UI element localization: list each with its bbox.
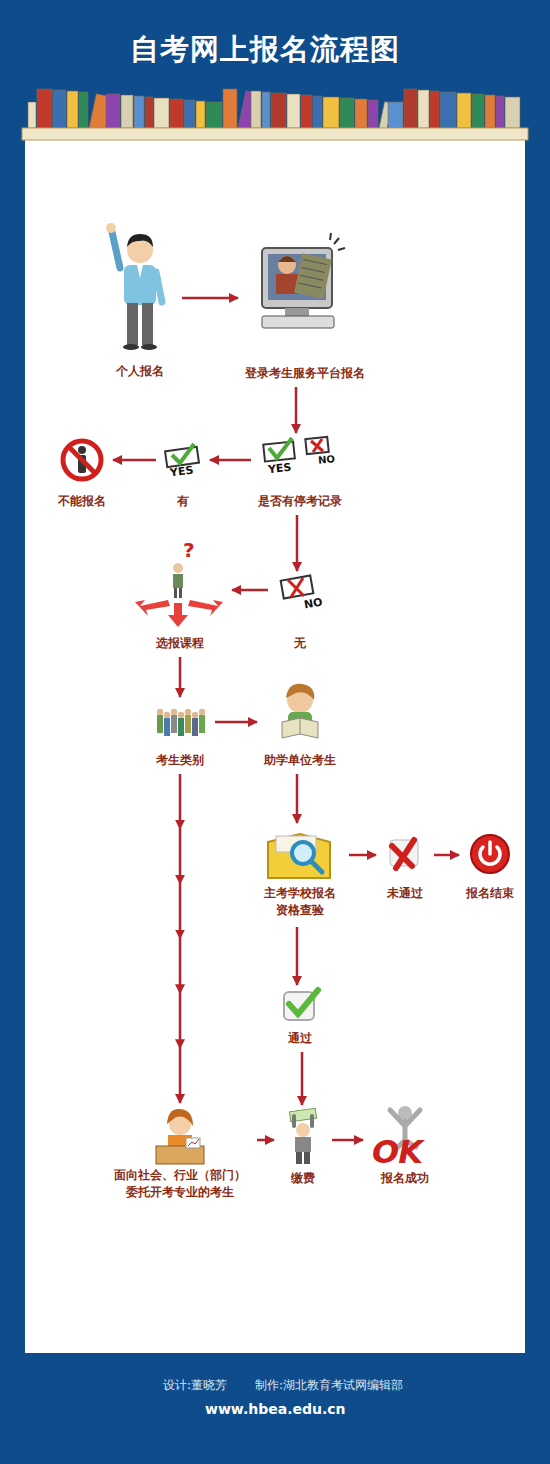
folder-magnifier-icon	[268, 834, 330, 878]
flow-arrow	[296, 515, 299, 571]
flow-arrow	[179, 774, 182, 1103]
checkbox-no-icon	[281, 576, 314, 599]
pass-icon	[284, 990, 318, 1020]
flow-arrow	[434, 854, 459, 857]
footer-text: www.hbea.edu.cn	[205, 1401, 346, 1417]
flow-arrow	[332, 1139, 363, 1142]
flow-arrow	[349, 854, 376, 857]
step-label: 报名结束	[466, 885, 514, 902]
ok-badge: OK	[372, 1133, 422, 1171]
footer-text: 设计:董晓芳	[163, 1377, 227, 1394]
page-title: 自考网上报名流程图	[0, 30, 530, 70]
step-label: 考生类别	[156, 752, 204, 769]
payment-icon	[289, 1108, 316, 1164]
no-entry-icon	[63, 441, 101, 479]
flow-step: 登录考生服务平台报名	[241, 240, 369, 384]
flow-step: 无	[271, 574, 329, 654]
flow-arrow	[113, 459, 156, 462]
flow-step: 面向社会、行业（部门） 委托开考专业的考生	[106, 1106, 254, 1206]
flow-step: 主考学校报名 资格查验	[254, 826, 346, 924]
flow-arrow	[210, 459, 251, 462]
flow-arrow	[182, 297, 238, 300]
flow-step: 有	[159, 445, 207, 512]
checkbox-yes-icon	[165, 444, 199, 467]
flow-step: 缴费	[277, 1108, 329, 1189]
flow-step: 不能报名	[54, 438, 110, 512]
step-label: 面向社会、行业（部门） 委托开考专业的考生	[110, 1167, 250, 1202]
step-label: 不能报名	[58, 493, 106, 510]
clerk-icon	[156, 1109, 204, 1164]
step-label: 助学单位考生	[264, 752, 336, 769]
flow-arrow	[232, 589, 268, 592]
icon-text: YES	[267, 461, 292, 476]
fail-icon	[390, 840, 418, 868]
step-label: 未通过	[387, 885, 423, 902]
step-label: 报名成功	[381, 1170, 429, 1187]
computer-icon	[262, 233, 345, 328]
choice-icon: ?	[135, 538, 223, 627]
step-label: 缴费	[291, 1170, 315, 1187]
step-label: 通过	[288, 1030, 312, 1047]
step-label: 个人报名	[116, 363, 164, 380]
flow-step: 未通过	[379, 834, 431, 904]
flow-step: 选报课程	[131, 535, 229, 654]
shelf-board	[22, 128, 528, 140]
icon-text: NO	[317, 453, 335, 466]
step-label: 登录考生服务平台报名	[245, 365, 365, 382]
power-icon	[471, 835, 509, 873]
flow-arrow	[296, 927, 299, 985]
flow-arrow	[179, 657, 182, 697]
flow-arrow	[296, 774, 299, 823]
flow-arrow	[301, 1052, 304, 1105]
step-label: 主考学校报名 资格查验	[258, 885, 342, 920]
step-label: 无	[294, 635, 306, 652]
flow-step: 考生类别	[148, 700, 212, 771]
flow-step: 报名结束	[462, 832, 518, 904]
person-icon	[106, 223, 162, 350]
student-icon	[282, 684, 318, 738]
step-label: 是否有停考记录	[258, 493, 342, 510]
crowd-icon	[157, 709, 205, 736]
flow-arrow	[215, 721, 257, 724]
flow-step: 个人报名	[101, 226, 179, 382]
bookshelf	[28, 89, 520, 131]
step-label: 选报课程	[156, 635, 204, 652]
footer-text: 制作:湖北教育考试网编辑部	[255, 1377, 403, 1394]
svg-text:?: ?	[183, 538, 195, 562]
white-panel	[25, 138, 525, 1353]
flow-arrow	[257, 1139, 274, 1142]
flow-arrow	[295, 387, 298, 433]
flow-step: 通过	[276, 988, 324, 1049]
step-label: 有	[177, 493, 189, 510]
flow-step: 助学单位考生	[260, 683, 340, 771]
